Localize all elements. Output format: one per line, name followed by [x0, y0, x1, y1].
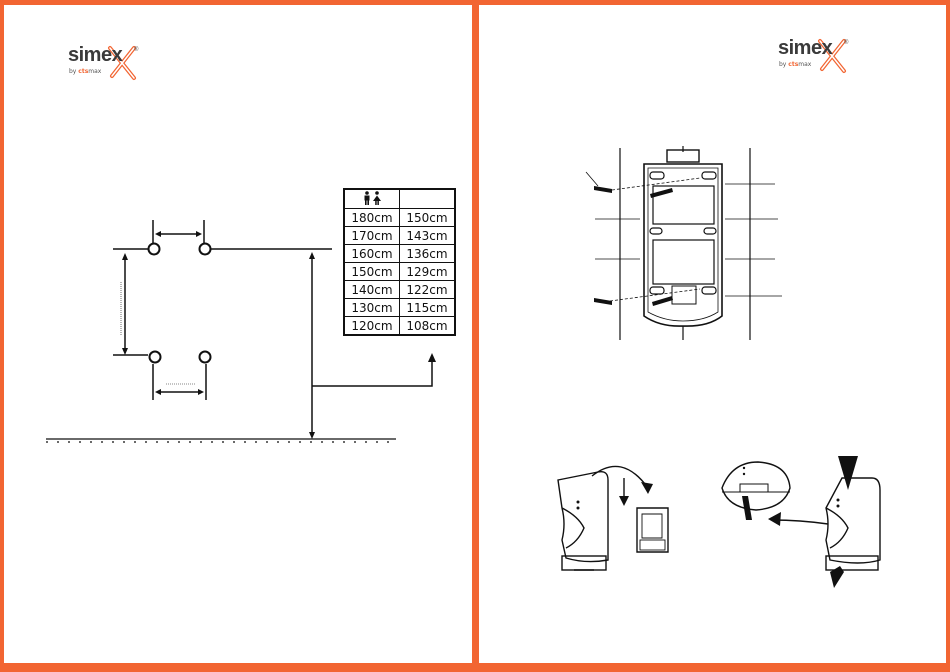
- mount-height-header: [400, 189, 456, 209]
- logo-registered: ®: [134, 47, 138, 53]
- table-header-row: [344, 189, 455, 209]
- page-border-left: [0, 0, 4, 672]
- logo-byline: by ctsmax: [779, 61, 811, 68]
- simex-logo-right: simex by ctsmax ®: [778, 37, 858, 77]
- logo-word: simex: [778, 37, 832, 60]
- man-woman-icon: [360, 191, 384, 205]
- page-border-right: [946, 0, 950, 672]
- simex-logo-left: simex by ctsmax ®: [68, 44, 148, 84]
- person-height-header: [344, 189, 400, 209]
- logo-byline: by ctsmax: [69, 68, 101, 75]
- logo-registered: ®: [844, 40, 848, 46]
- logo-word: simex: [68, 44, 122, 67]
- page-divider: [472, 0, 479, 672]
